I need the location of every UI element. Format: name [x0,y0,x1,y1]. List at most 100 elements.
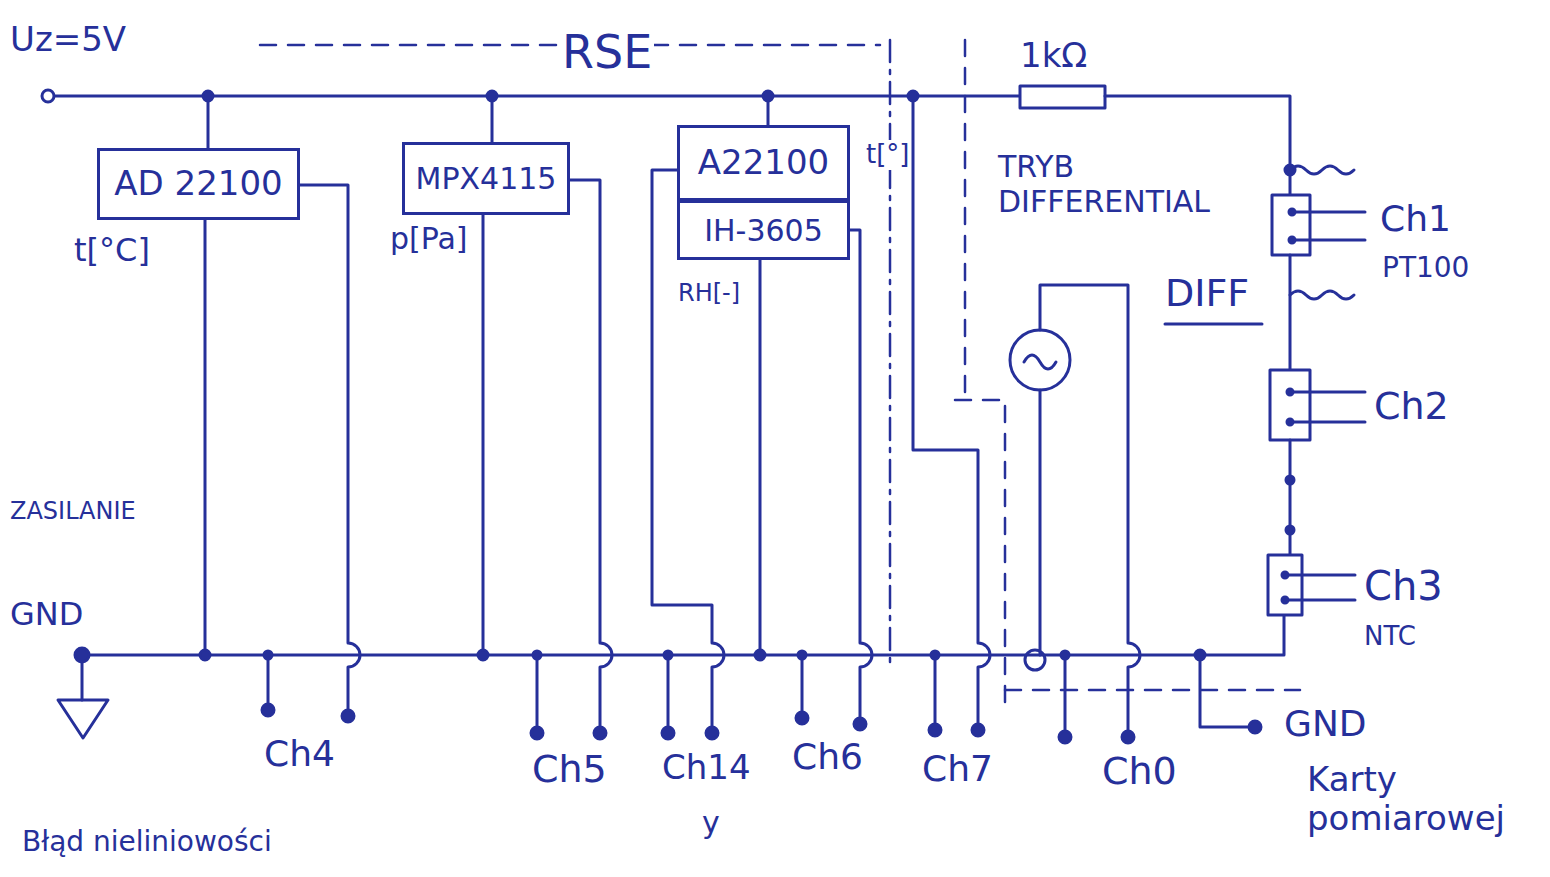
sensor-wiring [267,655,270,708]
channel-terminal [972,724,984,736]
ac-source [1024,355,1056,369]
sensor-name: IH-3605 [704,214,823,247]
sensor-name: AD 22100 [114,165,282,202]
junction-dot [798,651,806,659]
mode-title: RSE [560,26,654,79]
junction-dot [755,650,765,660]
dash-dot-boundary [889,40,892,670]
junction-dot [1286,526,1294,534]
ac-source [1010,330,1070,390]
channel-name: Ch0 [1100,750,1179,794]
channel-name: Ch3 [1362,563,1445,609]
channel-terminal [929,724,941,736]
supply-voltage: Uz=5V [8,20,128,59]
ac-source [1064,655,1067,735]
sensor-wiring [491,96,494,142]
ground-label: GND [1282,703,1369,744]
quantity-unit: t[°C] [72,232,152,269]
sensor-wiring [204,220,207,655]
mode-title: DIFF [1163,272,1251,316]
dash-dot-boundary [889,40,892,670]
thermistor-stack [1292,212,1365,240]
junction-dot [1286,476,1294,484]
channel-terminal [1059,731,1071,743]
quantity-unit: t[°] [864,140,911,170]
junction-dot [200,91,1295,660]
sensor-wiring [850,230,872,722]
thermistor-stack [1285,575,1355,600]
supply-rail [1020,86,1105,108]
sensor-box: A22100 [677,125,850,201]
sensor-wiring [934,655,937,728]
junction-dot [478,650,488,660]
sensor-wiring [205,96,990,730]
sensor-wiring [482,215,485,655]
channel-name: Ch5 [530,748,609,792]
ac-source [1010,285,1140,735]
ground-rail [1249,721,1261,733]
ground-rail [82,615,1284,655]
quantity-unit: RH[-] [676,280,742,308]
sensor-name: PT100 [1380,252,1471,284]
channel-terminal [342,710,354,722]
junction-dot [487,91,497,101]
sensor-box: MPX4115 [402,142,570,215]
junction-dot [1287,419,1293,425]
junction-dot [1195,650,1205,660]
junction-dot [931,651,939,659]
channel-terminal [1122,731,1134,743]
sensor-name: NTC [1362,622,1418,652]
ground-rail [58,700,108,738]
dashed-boundary [964,40,967,400]
sensor-wiring [913,96,990,728]
thermistor-stack [1289,440,1292,555]
thermistor-stack [1290,392,1365,422]
channel-name: Ch1 [1378,198,1453,239]
junction-dot [1287,389,1293,395]
diff-underline [1165,323,1262,326]
channel-terminal [796,712,808,724]
note: Błąd nieliniowości [20,826,274,858]
thermistor-stack [1270,370,1310,440]
sensor-wiring [759,260,762,655]
dashed-boundary [1005,689,1300,692]
resistor-value: 1kΩ [1018,36,1089,75]
junction-dot [200,650,210,660]
channel-name: Ch4 [262,733,337,774]
note: y [700,806,722,841]
sensor-box: AD 22100 [97,148,300,220]
supply-label: ZASILANIE [8,498,138,526]
thermistor-stack [1272,195,1310,255]
sensor-name: MPX4115 [416,162,557,195]
channel-terminal [531,727,543,739]
channel-name: Ch6 [790,736,865,777]
ground-label: GND [8,596,85,633]
sensor-wiring [570,180,612,730]
junction-dot [1285,165,1295,175]
channel-name: Ch14 [660,748,753,787]
supply-rail [48,95,1020,98]
junction-dot [1289,237,1295,243]
ground-rail [58,615,1284,738]
thermistor-stack [1289,255,1292,370]
channel-name: Ch7 [920,748,995,789]
sensor-wiring [536,655,539,730]
junction-dot [264,651,272,659]
ground-rail [75,648,89,662]
junction-dot [908,91,918,101]
channel-terminal [262,704,274,716]
junction-dot [763,91,773,101]
diff-underline [1165,323,1262,326]
ac-source [1025,650,1045,670]
sensor-wiring [801,655,804,716]
junction-dot [533,651,541,659]
sensor-name: A22100 [698,144,829,181]
supply-rail [1290,166,1354,174]
junction-dot [203,91,213,101]
note: Karty pomiarowej [1305,760,1541,838]
junction-dot [1289,209,1295,215]
ground-rail [1200,655,1248,727]
channel-terminal [594,727,606,739]
junction-dot [1282,572,1288,578]
junction-dot [1061,651,1069,659]
